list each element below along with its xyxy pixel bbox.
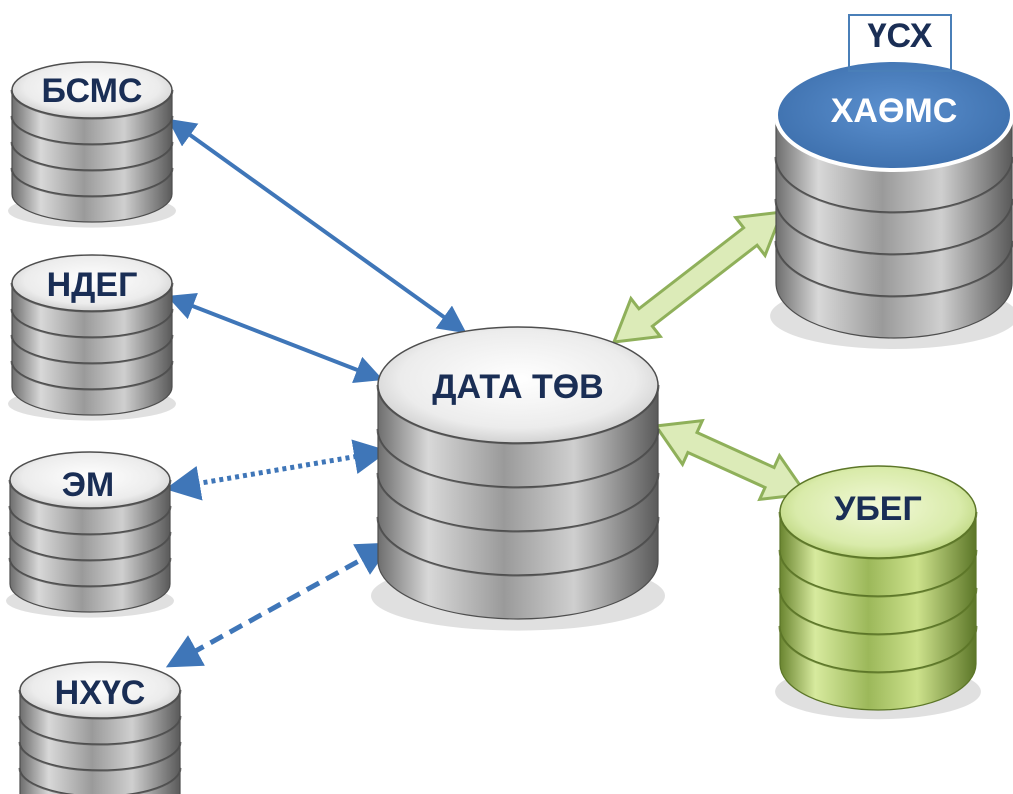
database-data-center-top <box>377 326 659 444</box>
tag-box <box>848 14 952 72</box>
db-label-bsms: БСМС <box>42 72 143 110</box>
databases <box>6 58 1013 794</box>
db-label-ubeg: УБЕГ <box>834 490 922 528</box>
db-label-em: ЭМ <box>62 466 115 504</box>
connector-nkhus <box>165 542 393 668</box>
connector-ubeg <box>653 418 809 502</box>
connector-ndeg <box>166 293 384 383</box>
labels: БСМС НДЕГ ЭМ НХҮС ДАТА ТӨВ ХАӨМС УБЕГ <box>42 72 958 712</box>
database-data-center <box>371 326 665 631</box>
connector-khaoms <box>611 210 785 344</box>
tag-label: ҮСХ <box>867 17 933 55</box>
db-label-nkhus: НХҮС <box>55 674 146 712</box>
db-label-ndeg: НДЕГ <box>47 266 138 304</box>
database-em <box>6 451 174 618</box>
connector-em <box>165 439 389 501</box>
db-label-data-center: ДАТА ТӨВ <box>432 368 603 406</box>
database-ndeg-top <box>11 254 173 312</box>
database-bsms <box>8 61 176 228</box>
database-khaoms-top <box>774 58 1013 172</box>
database-ndeg <box>8 254 176 421</box>
database-nkhus <box>18 661 182 794</box>
database-ubeg-top <box>779 465 977 559</box>
db-label-khaoms: ХАӨМС <box>831 92 958 130</box>
database-bsms-top <box>11 61 173 119</box>
database-khaoms <box>770 58 1013 349</box>
connector-bsms <box>167 118 467 334</box>
database-em-top <box>9 451 171 509</box>
database-nkhus-top <box>19 661 181 719</box>
database-ubeg <box>775 465 981 720</box>
